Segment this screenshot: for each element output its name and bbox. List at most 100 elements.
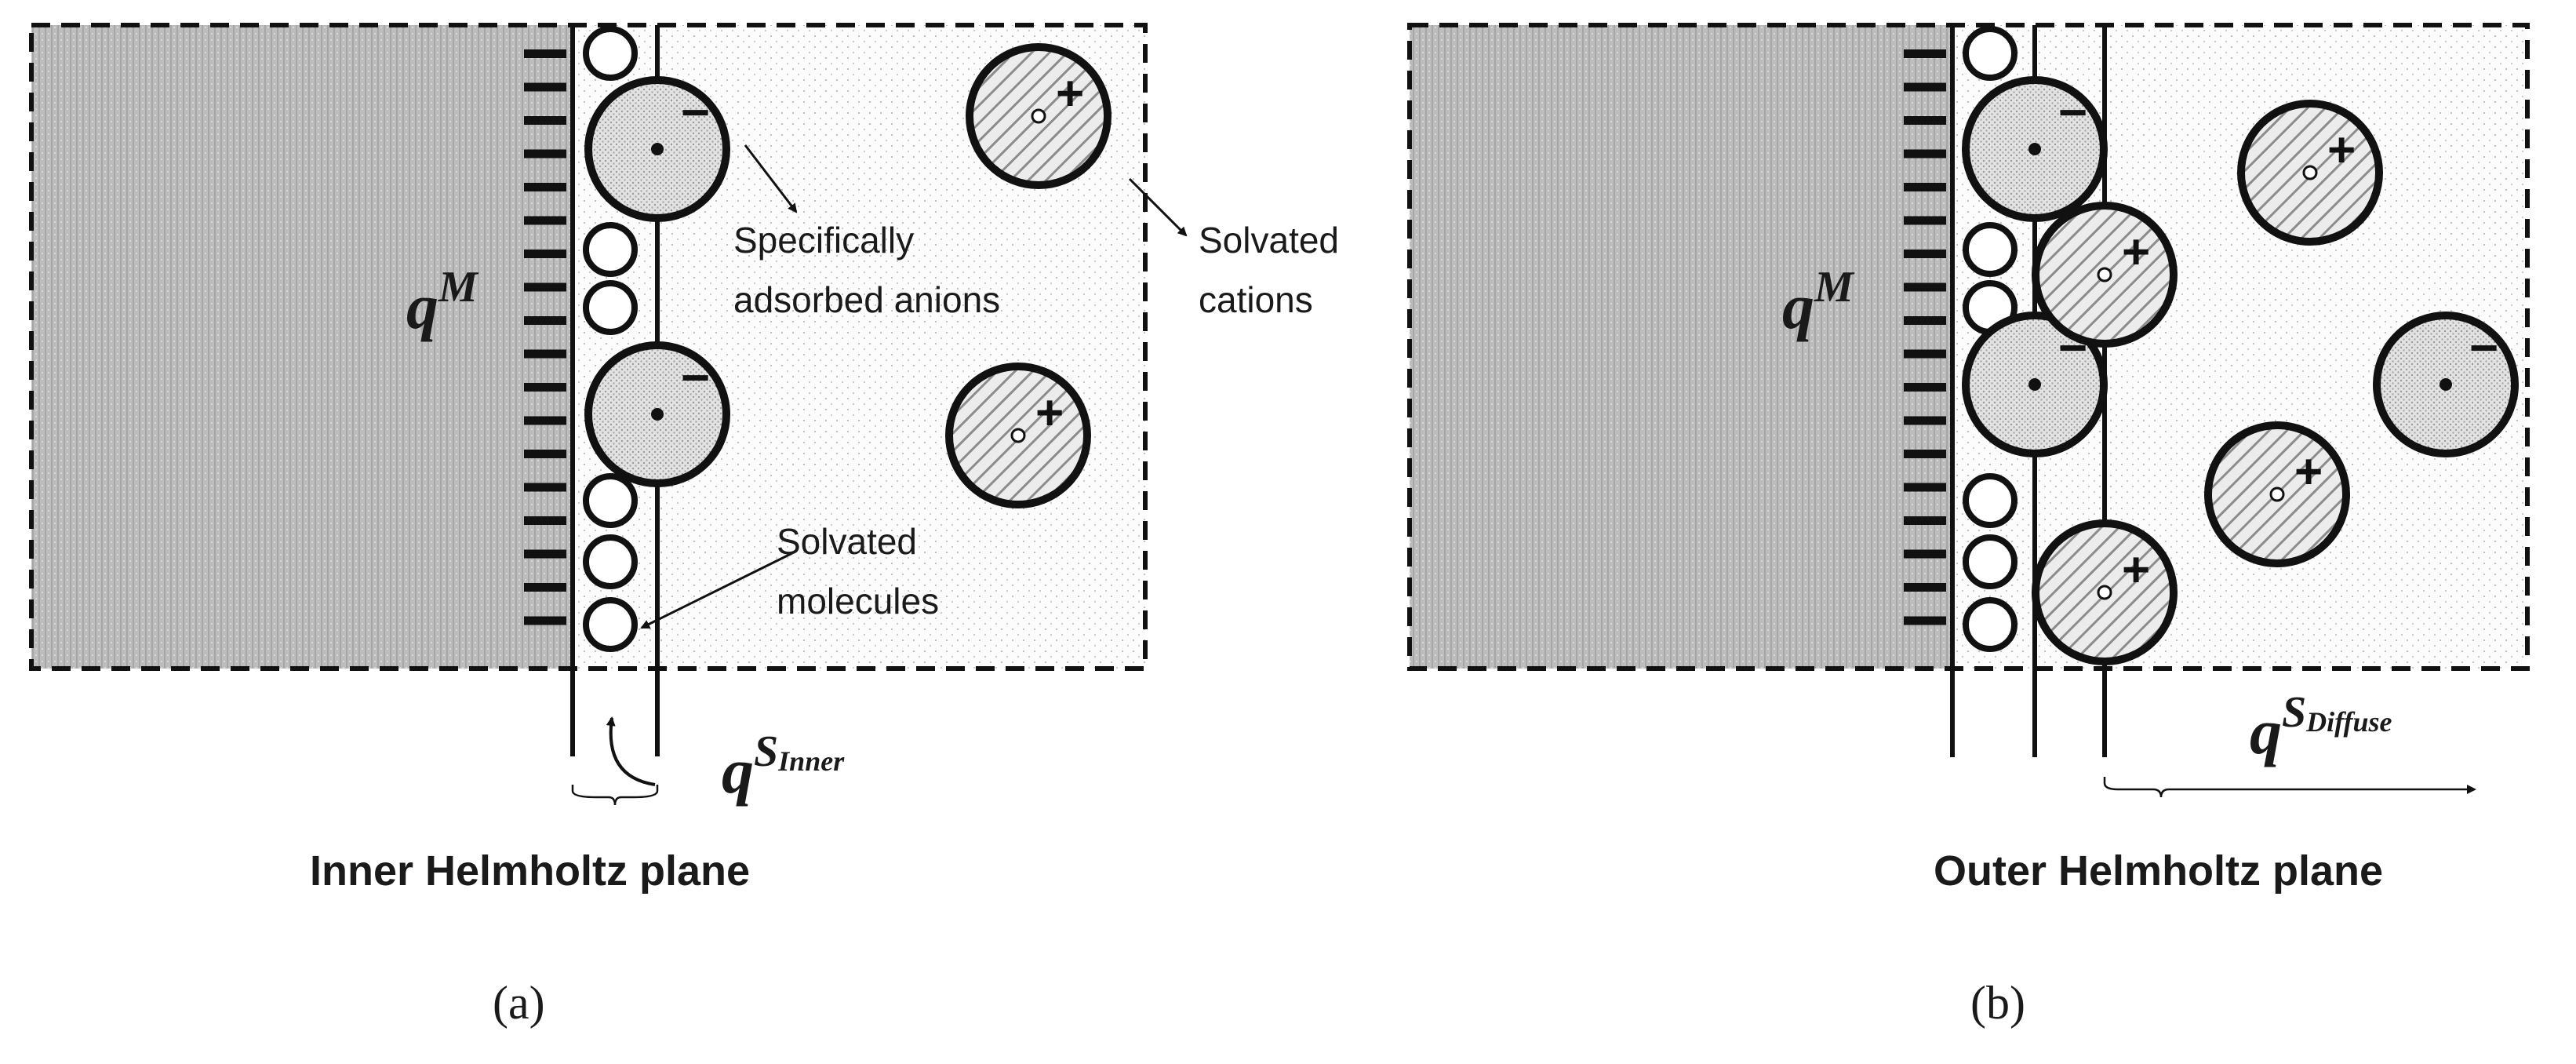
ions-cations-b: + + + + xyxy=(2032,100,2383,665)
arrow-inner-charge xyxy=(606,716,656,786)
caption-a: (a) xyxy=(493,977,545,1029)
panel-a-charge-dash xyxy=(524,383,566,392)
arrow-cations xyxy=(1128,177,1188,237)
solvated-molecule xyxy=(1963,222,2018,277)
anion-nucleus xyxy=(651,408,664,421)
anion-nucleus xyxy=(2028,143,2041,155)
panel-border-b xyxy=(1407,23,2530,671)
cation-plus-sign: + xyxy=(2122,225,2150,279)
solvated-cations-a: ++ xyxy=(945,43,1112,508)
arrow-molecules xyxy=(640,552,793,629)
panel-b-charge-dash xyxy=(1904,583,1946,592)
solvated-molecule xyxy=(583,280,638,335)
panel-border-a xyxy=(29,23,1148,671)
panel-a-charge-dash xyxy=(524,516,566,525)
panel-a-charge-dash xyxy=(524,183,566,191)
anion-nucleus xyxy=(2440,378,2452,391)
anion: − xyxy=(1962,76,2108,222)
solvated-molecule xyxy=(1963,473,2018,528)
panel-b-charge-dash xyxy=(1904,450,1946,458)
cation-plus-sign: + xyxy=(2294,445,2323,499)
anion: − xyxy=(584,341,730,487)
panel-a-charge-dash xyxy=(524,583,566,592)
label-anions-line1: Specifically xyxy=(733,220,914,261)
panel-a-charge-dash xyxy=(524,49,566,58)
caption-b: (b) xyxy=(1970,977,2025,1029)
label-cations-line1: Solvated xyxy=(1199,220,1339,261)
cation: + xyxy=(2032,202,2178,348)
panel-a-charge-dash xyxy=(524,250,566,258)
arrow-anions xyxy=(744,144,798,213)
panel-b-charge-dash xyxy=(1904,216,1946,225)
panel-a-charge-dash xyxy=(524,416,566,425)
panel-b-charge-dash xyxy=(1904,516,1946,525)
anion-minus-sign: − xyxy=(2058,84,2087,140)
cation-center xyxy=(1010,428,1026,443)
panel-a-charge-dash xyxy=(524,450,566,458)
cation: + xyxy=(945,363,1091,508)
anion: − xyxy=(2373,312,2519,457)
solution-charge-label-b: qSDiffuse xyxy=(2250,688,2392,767)
panel-b-charge-dash xyxy=(1904,383,1946,392)
electrode-a xyxy=(31,25,573,669)
panel-a-charge-dash xyxy=(524,116,566,125)
solution-charge-label-a: qSInner xyxy=(722,727,845,807)
cation: + xyxy=(2237,100,2383,246)
cation: + xyxy=(2032,519,2178,665)
panel-a-charge-dash xyxy=(524,316,566,325)
panel-a-charge-dash xyxy=(524,549,566,559)
cation-center xyxy=(2269,486,2285,502)
solvated-molecule xyxy=(1963,534,2018,589)
panel-b-charge-dash xyxy=(1904,183,1946,191)
cation-plus-sign: + xyxy=(1056,67,1084,121)
plane-label-a: Inner Helmholtz plane xyxy=(310,847,750,895)
panel-b-charge-dash xyxy=(1904,349,1946,359)
brace-diffuse-arrow xyxy=(2103,777,2476,798)
solvated-molecule xyxy=(583,534,638,589)
cation-center xyxy=(1031,108,1046,124)
panel-b: −−− ++++ qM qSDiffuse Outer Helmholtz pl… xyxy=(1407,23,2530,1029)
adsorbed-anions-a: −− xyxy=(584,76,730,487)
surface-charge-dashes-a xyxy=(524,49,566,625)
cation-plus-sign: + xyxy=(1035,386,1064,440)
label-anions-line2: adsorbed anions xyxy=(733,279,1000,320)
panel-a-charge-dash xyxy=(524,349,566,359)
solvated-molecule xyxy=(583,26,638,81)
solvated-molecule xyxy=(1963,26,2018,81)
panel-b-charge-dash xyxy=(1904,416,1946,425)
cation-center xyxy=(2097,267,2112,282)
panel-b-charge-dash xyxy=(1904,116,1946,125)
ions-anions-b: − − − xyxy=(1962,76,2519,457)
cation-center xyxy=(2302,165,2318,180)
panel-a-charge-dash xyxy=(524,149,566,159)
panel-a-charge-dash xyxy=(524,282,566,292)
plane-label-b: Outer Helmholtz plane xyxy=(1934,847,2383,895)
label-molecules-line2: molecules xyxy=(777,581,939,621)
anion: − xyxy=(1962,312,2108,457)
panel-b-charge-dash xyxy=(1904,250,1946,258)
anion-minus-sign: − xyxy=(681,84,710,140)
cation-plus-sign: + xyxy=(2327,123,2356,177)
cation: + xyxy=(966,43,1112,189)
solvated-molecule xyxy=(583,597,638,652)
anion-nucleus xyxy=(651,143,664,155)
panel-a-charge-dash xyxy=(524,216,566,225)
panel-b-charge-dash xyxy=(1904,282,1946,292)
panel-b-charge-dash xyxy=(1904,49,1946,58)
anion-minus-sign: − xyxy=(2469,319,2498,376)
solvated-molecule xyxy=(583,222,638,277)
surface-charge-label-a: qM xyxy=(406,263,479,342)
solvated-molecules-a xyxy=(583,26,638,652)
electrode-b xyxy=(1410,25,1952,669)
panel-a-charge-dash xyxy=(524,483,566,492)
brace-ihp xyxy=(571,785,659,806)
anion-minus-sign: − xyxy=(681,349,710,406)
panel-b-charge-dash xyxy=(1904,616,1946,625)
anion: − xyxy=(584,76,730,222)
label-molecules-line1: Solvated xyxy=(777,521,917,562)
surface-charge-dashes-b xyxy=(1904,49,1946,625)
solvated-molecule xyxy=(583,473,638,528)
panel-a: −− ++ Specifically adsorbed anions Solva… xyxy=(29,23,1339,1029)
panel-a-charge-dash xyxy=(524,82,566,92)
